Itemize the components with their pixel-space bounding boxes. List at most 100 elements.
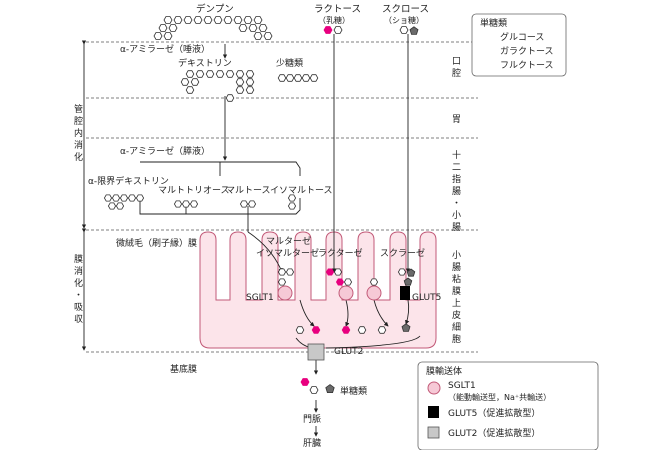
glucose-icon [253, 16, 263, 24]
svg-text:胞: 胞 [452, 333, 461, 345]
glucose-icon [181, 200, 191, 208]
stage-separators [86, 41, 478, 353]
glucose-icon [287, 202, 297, 210]
label-stomach: 胃 [452, 114, 461, 125]
fructose-icon [409, 26, 419, 35]
glucose-icon [135, 194, 145, 202]
label-duodenum: 十 二 指 腸 ・ 小 腸 [452, 149, 461, 233]
glucose-icon [185, 70, 195, 78]
glucose-icon [247, 200, 257, 208]
glucose-icon [287, 194, 297, 202]
svg-text:十: 十 [452, 149, 461, 161]
glucose-icon [115, 202, 125, 210]
label-membrane-digestion: 膜 消 化 ・ 吸 収 [74, 254, 83, 325]
glucose-icon [377, 326, 387, 334]
sglt1-transporter [338, 285, 354, 301]
galactose-icon [341, 326, 351, 334]
legend-sglt1-sub: （能動輸送型，Na⁺共輸送） [448, 392, 551, 402]
svg-text:口: 口 [452, 57, 461, 67]
glucose-icon [293, 74, 303, 82]
glucose-icon [173, 16, 183, 24]
legend-sglt1-icon [427, 381, 441, 395]
monosaccharide-label: 単糖類 [340, 385, 367, 397]
glut2-transporter [307, 343, 325, 361]
glucose-icon [277, 74, 287, 82]
glucose-icon [127, 194, 137, 202]
glucose-icon [277, 278, 287, 286]
glucose-icon [357, 326, 367, 334]
sucrose-sub-label: （ショ糖） [384, 15, 424, 25]
fructose-icon [403, 277, 413, 286]
legend-transport-title: 膜輸送体 [426, 365, 462, 377]
svg-text:腸: 腸 [452, 262, 461, 273]
glucose-icon [245, 78, 255, 86]
oligosaccharide-label: 少糖類 [276, 57, 303, 69]
glucose-icon [235, 86, 245, 94]
side-char: 管 [74, 103, 83, 115]
lactose-label: ラクトース [314, 4, 361, 15]
portal-vein-label: 門脈 [303, 413, 321, 425]
sucrase-label: スクラーゼ [380, 247, 425, 259]
maltose-label: マルトース [226, 186, 271, 196]
sglt1-label: SGLT1 [246, 293, 274, 303]
glucose-icon [153, 32, 163, 40]
svg-text:小: 小 [452, 210, 461, 221]
svg-text:腸: 腸 [452, 186, 461, 197]
legend-glut2-label: GLUT2（促進拡散型） [448, 427, 540, 439]
glucose-icon [285, 74, 295, 82]
legend-sglt1-label: SGLT1 [448, 381, 476, 391]
glut5-transporter [400, 286, 410, 300]
side-char: ・ [74, 291, 83, 301]
glucose-icon [248, 24, 258, 32]
galactose-icon [323, 26, 333, 34]
glucose-icon [245, 86, 255, 94]
glucose-icon [225, 94, 235, 102]
liver-label: 肝臓 [303, 438, 321, 449]
glucose-icon [180, 78, 190, 86]
glucose-icon [215, 70, 225, 78]
glucose-icon [295, 326, 305, 334]
svg-text:膜: 膜 [452, 286, 461, 297]
glucose-icon [158, 24, 168, 32]
glucose-icon [195, 70, 205, 78]
side-char: 腔 [74, 115, 83, 127]
side-char: 膜 [74, 254, 83, 265]
glucose-icon [111, 194, 121, 202]
glucose-icon [119, 194, 129, 202]
isomaltose-label: イソマルトース [270, 186, 333, 196]
dextrin-label: デキストリン [178, 57, 232, 69]
glucose-icon [245, 70, 255, 78]
side-char: 化 [74, 277, 83, 289]
glucose-icon [301, 74, 311, 82]
fructose-icon [401, 323, 411, 332]
glucose-icon [309, 386, 319, 394]
glucose-icon [243, 16, 253, 24]
maltase-label: マルターゼ [266, 235, 311, 247]
legend-glucose-label: グルコース [500, 31, 544, 43]
glucose-icon [343, 278, 353, 286]
glucose-icon [239, 200, 249, 208]
glucose-icon [263, 32, 273, 40]
svg-text:上: 上 [452, 298, 461, 309]
glucose-icon [309, 74, 319, 82]
fructose-icon [406, 268, 416, 277]
svg-text:胃: 胃 [452, 114, 461, 125]
glut5-label: GLUT5 [412, 293, 441, 303]
legend-sugar-title: 単糖類 [480, 17, 507, 29]
molecule-layer [103, 16, 491, 394]
glucose-icon [190, 78, 200, 86]
glucose-icon [238, 24, 248, 32]
svg-text:細: 細 [452, 321, 461, 333]
galactose-icon [311, 326, 321, 334]
label-mouth: 口 腔 [452, 57, 461, 79]
glucose-icon [397, 268, 407, 276]
glucose-icon [173, 200, 183, 208]
pancreatic-bracket [140, 161, 301, 176]
legend-galactose-label: ガラクトース [500, 46, 554, 57]
svg-text:・: ・ [452, 199, 461, 209]
glucose-icon [333, 268, 343, 276]
glucose-icon [225, 70, 235, 78]
limit-dextrin-label: α-限界デキストリン [88, 175, 169, 187]
legend-glut5-label: GLUT5（促進拡散型） [448, 407, 540, 419]
